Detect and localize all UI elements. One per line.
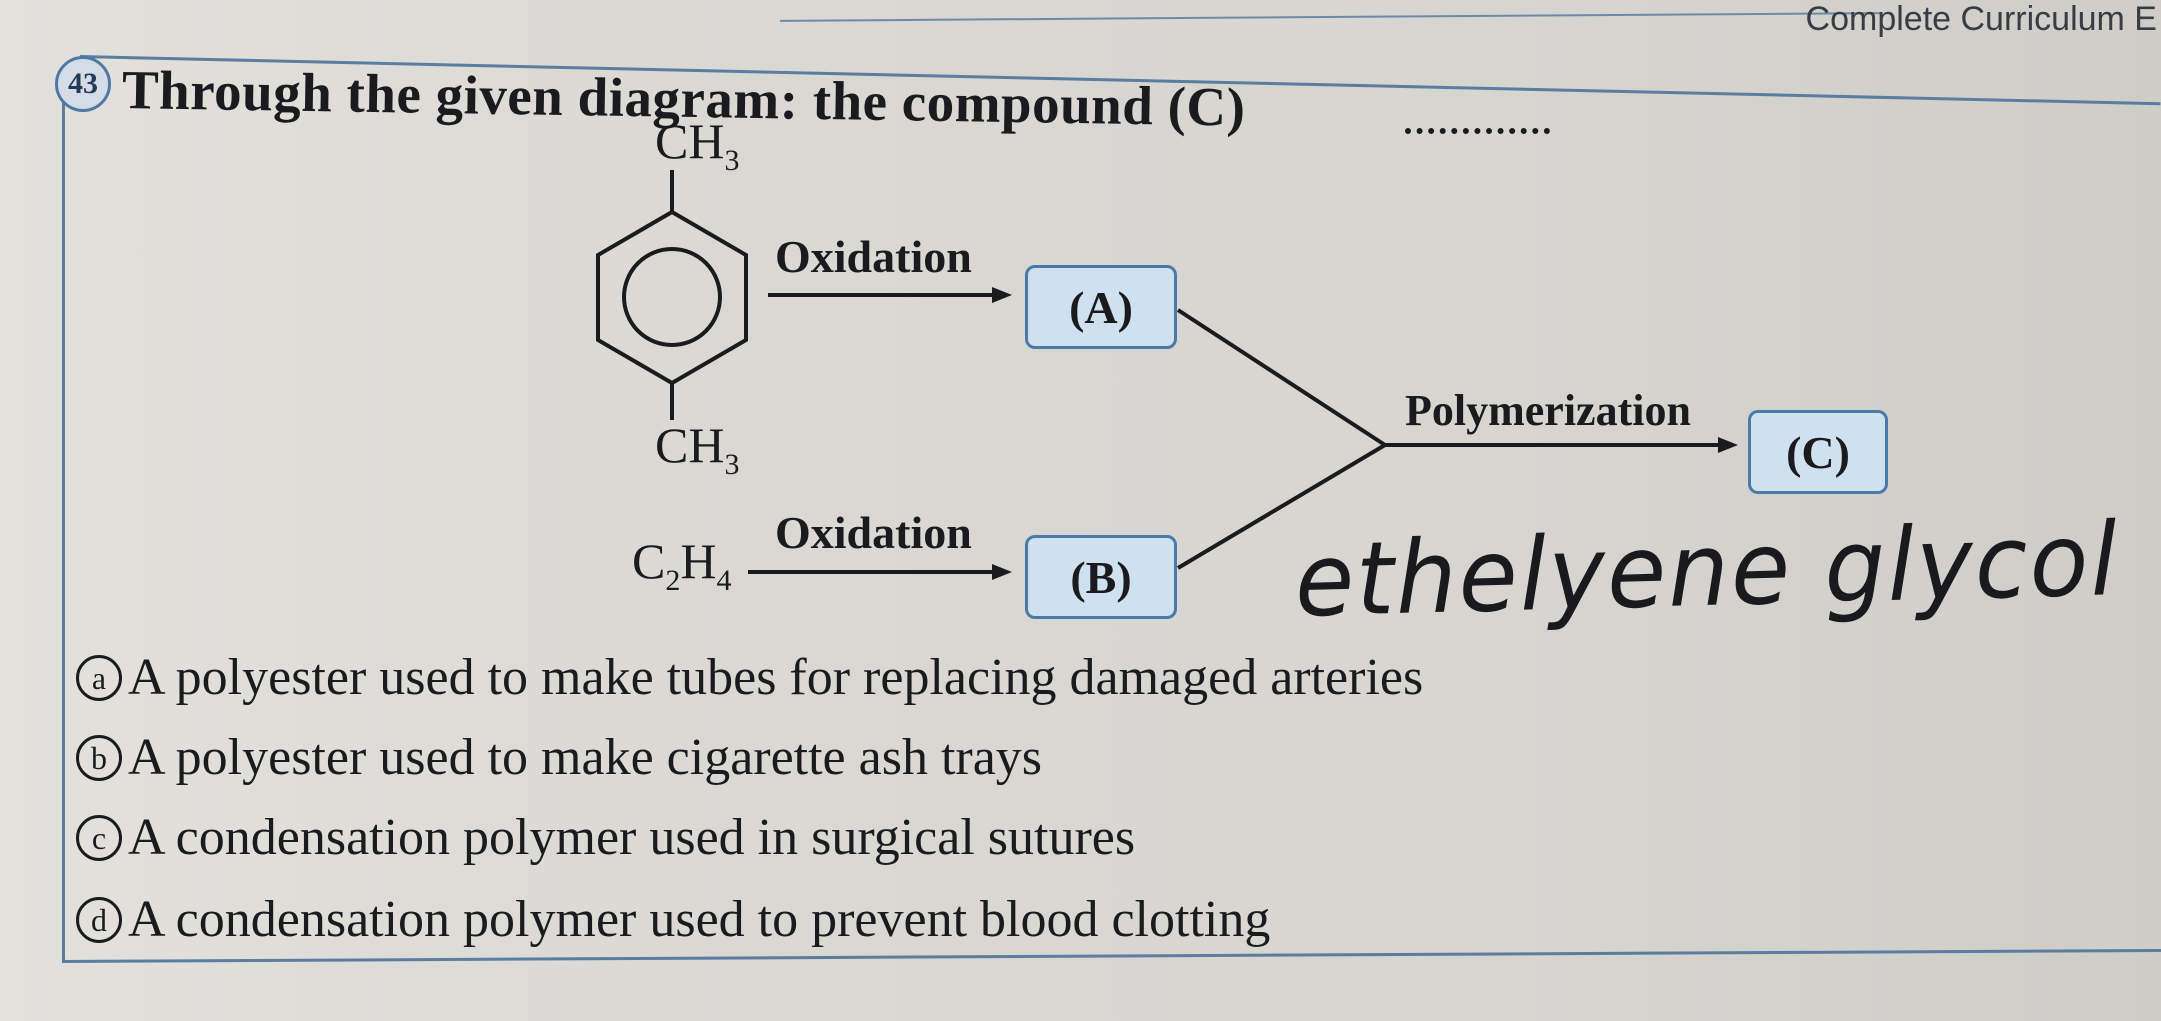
- question-frame-left: [62, 80, 65, 960]
- arrowhead-3: [1718, 437, 1738, 453]
- arrowhead-2: [992, 564, 1012, 580]
- question-number: 43: [68, 67, 98, 100]
- option-b-text: A polyester used to make cigarette ash t…: [128, 729, 1043, 786]
- answer-blank: [1405, 120, 1550, 134]
- option-b-marker: b: [76, 734, 122, 781]
- polymerization-label: Polymerization: [1405, 386, 1691, 435]
- option-c-marker: c: [76, 814, 122, 861]
- question-number-badge: 43: [55, 56, 111, 112]
- option-a[interactable]: a A polyester used to make tubes for rep…: [76, 648, 1423, 707]
- question-stem: Through the given diagram: the compound …: [121, 59, 1246, 138]
- compound-b-label: (B): [1070, 551, 1132, 603]
- header-rule: [780, 12, 1880, 22]
- curriculum-header: Complete Curriculum E: [1805, 0, 2157, 38]
- compound-c-box: (C): [1748, 410, 1888, 494]
- compound-b-box: (B): [1025, 535, 1177, 619]
- benzene-ring: [596, 209, 748, 386]
- option-a-text: A polyester used to make tubes for repla…: [128, 649, 1424, 706]
- bottom-methyl-label: CH3: [655, 417, 739, 481]
- ethene-label: C2H4: [632, 533, 731, 597]
- compound-c-label: (C): [1786, 426, 1850, 478]
- compound-a-label: (A): [1069, 281, 1133, 333]
- compound-a-box: (A): [1025, 265, 1177, 349]
- option-b[interactable]: b A polyester used to make cigarette ash…: [76, 728, 1042, 787]
- arrowhead-1: [992, 287, 1012, 303]
- option-d[interactable]: d A condensation polymer used to prevent…: [76, 890, 1270, 949]
- option-d-text: A condensation polymer used to prevent b…: [128, 891, 1271, 948]
- question-frame-bottom: [61, 949, 2161, 963]
- oxidation-label-1: Oxidation: [775, 231, 972, 282]
- option-c[interactable]: c A condensation polymer used in surgica…: [76, 808, 1135, 867]
- option-c-text: A condensation polymer used in surgical …: [128, 809, 1136, 866]
- option-a-marker: a: [76, 654, 122, 701]
- handwritten-note: ethelyene glycol: [1293, 500, 2121, 640]
- converge-line-a: [1176, 308, 1387, 447]
- aromatic-circle: [622, 247, 722, 347]
- option-d-marker: d: [76, 896, 122, 943]
- oxidation-label-2: Oxidation: [775, 507, 972, 558]
